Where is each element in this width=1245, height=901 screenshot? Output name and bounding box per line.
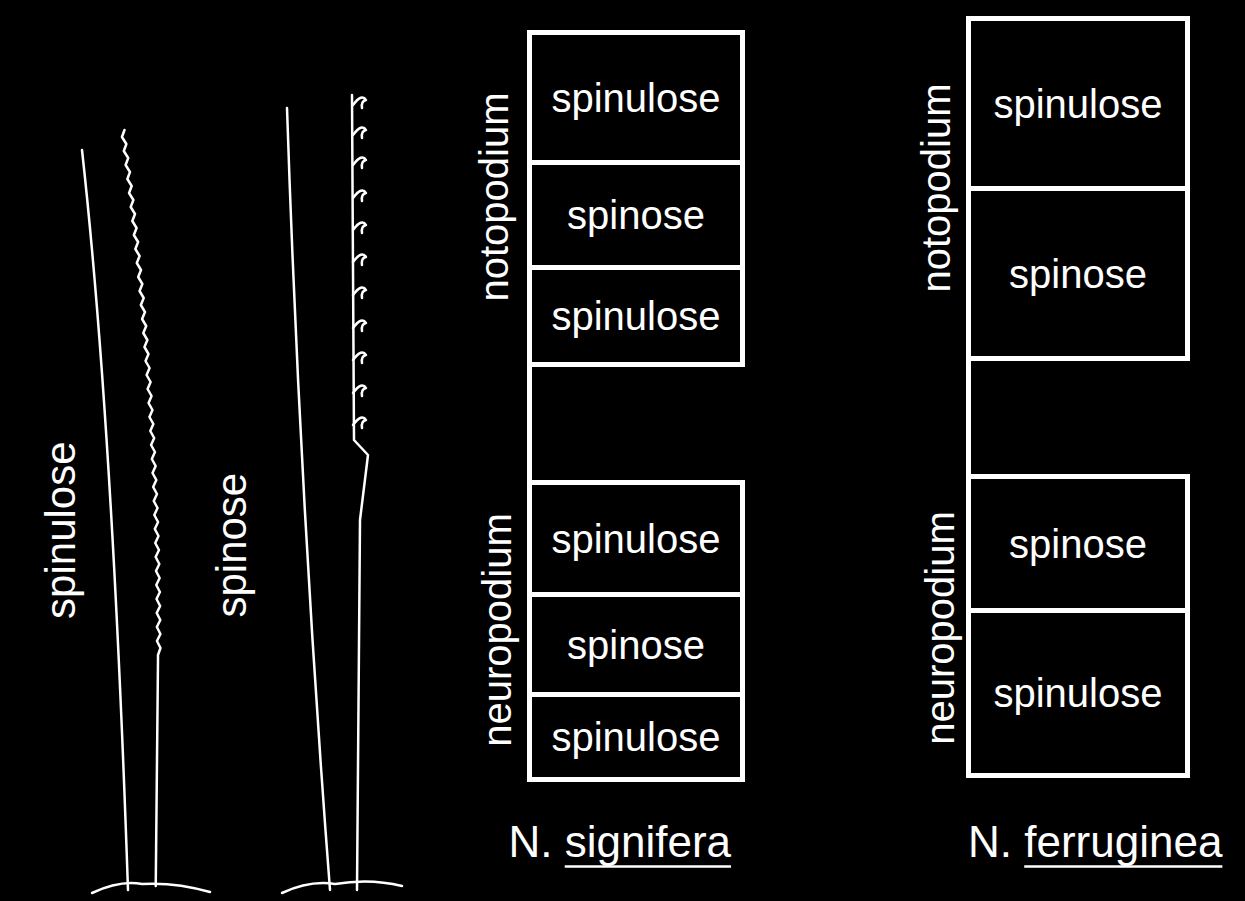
chaeta-type-label: spinose xyxy=(567,622,705,668)
spine xyxy=(353,320,366,331)
chaeta-type-box: spinulose xyxy=(966,608,1190,778)
chaeta-type-label: spinulose xyxy=(993,670,1162,716)
chaeta-type-box: spinose xyxy=(966,474,1190,613)
chaeta-type-box: spinulose xyxy=(527,692,745,782)
frame-connector xyxy=(527,366,532,481)
spine xyxy=(353,417,366,428)
spine xyxy=(353,254,366,265)
chaeta-outline xyxy=(122,130,161,886)
spine xyxy=(353,385,366,396)
chaeta-name: spinulose xyxy=(36,441,84,618)
chaeta-outline xyxy=(82,150,128,890)
spine xyxy=(353,287,366,298)
chaeta-type-box: spinose xyxy=(527,592,745,697)
spine xyxy=(353,127,366,138)
chaeta-type-label: spinose xyxy=(567,192,705,238)
chaeta-outline xyxy=(352,95,368,890)
spine xyxy=(353,190,366,201)
underline xyxy=(1024,865,1222,868)
section-heading: notopodium xyxy=(470,92,516,301)
spine xyxy=(353,97,366,108)
chaetae-group: notopodiumspinulosespinose xyxy=(966,16,1190,361)
spine xyxy=(353,157,366,168)
spine xyxy=(353,222,366,233)
frame-connector xyxy=(966,360,971,475)
chaeta-outline xyxy=(287,108,330,890)
chaetae-group: notopodiumspinulosespinosespinulose xyxy=(527,30,745,367)
chaeta-type-box: spinose xyxy=(966,186,1190,361)
species-caption: N. signifera xyxy=(509,817,732,868)
chaeta-socket xyxy=(92,883,210,893)
chaeta-spines xyxy=(353,97,366,428)
species-caption: N. ferruginea xyxy=(968,817,1222,868)
chaeta-type-label: spinulose xyxy=(551,293,720,339)
chaetae-group: neuropodiumspinosespinulose xyxy=(966,474,1190,778)
section-heading: neuropodium xyxy=(917,511,963,745)
chaeta-type-label: spinose xyxy=(1009,251,1147,297)
chaetae-group: neuropodiumspinulosespinosespinulose xyxy=(527,480,745,782)
underline xyxy=(565,865,731,868)
spine xyxy=(353,352,366,363)
chaeta-type-label: spinulose xyxy=(993,81,1162,127)
section-heading: neuropodium xyxy=(474,513,520,747)
chaeta-type-box: spinulose xyxy=(527,480,745,597)
chaeta-type-label: spinulose xyxy=(551,714,720,760)
section-heading: notopodium xyxy=(912,83,958,292)
chaeta-type-box: spinose xyxy=(527,160,745,270)
chaeta-name: spinose xyxy=(208,473,256,618)
chaeta-type-label: spinulose xyxy=(551,75,720,121)
chaeta-type-box: spinulose xyxy=(966,16,1190,191)
chaeta-type-label: spinulose xyxy=(551,516,720,562)
chaeta-type-box: spinulose xyxy=(527,265,745,367)
chaeta-type-box: spinulose xyxy=(527,30,745,165)
chaeta-type-label: spinose xyxy=(1009,521,1147,567)
chaeta-socket xyxy=(282,881,402,893)
